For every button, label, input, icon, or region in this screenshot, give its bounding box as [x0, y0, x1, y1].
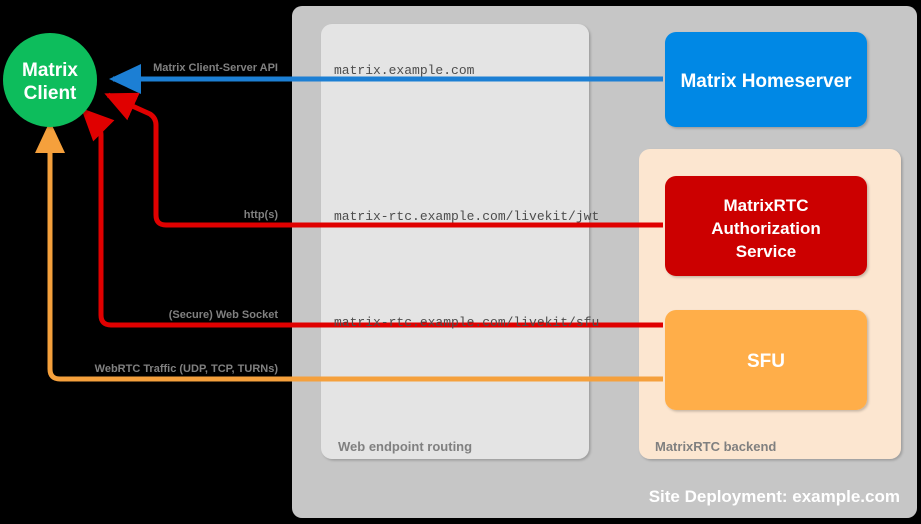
edge-http-jwt: http(s)	[104, 92, 663, 228]
edge-matrix-client-server-api: Matrix Client-Server API	[108, 62, 663, 95]
auth-service-box[interactable]	[665, 176, 867, 276]
web-endpoint-routing-label: Web endpoint routing	[338, 439, 472, 454]
matrix-client-label-line1: Matrix	[22, 60, 78, 81]
cs-api-edge-label: Matrix Client-Server API	[153, 62, 278, 74]
web-endpoint-routing-container: Web endpoint routing	[321, 24, 589, 459]
auth-service-label-line2: Authorization	[711, 219, 821, 238]
node-matrix-homeserver[interactable]: Matrix Homeserver	[665, 32, 867, 127]
edge-webrtc-traffic: WebRTC Traffic (UDP, TCP, TURNs)	[34, 120, 663, 382]
matrix-homeserver-box[interactable]	[665, 32, 867, 127]
node-matrix-client[interactable]: Matrix Client	[3, 33, 97, 127]
ws-arrow-line	[81, 108, 663, 328]
node-matrixrtc-authorization-service[interactable]: MatrixRTC Authorization Service	[665, 176, 867, 276]
sfu-label: SFU	[747, 351, 785, 372]
endpoint-matrix-host: matrix.example.com	[334, 63, 475, 78]
jwt-edge-label: http(s)	[244, 209, 279, 221]
matrixrtc-backend-label: MatrixRTC backend	[655, 439, 776, 454]
sfu-box[interactable]	[665, 310, 867, 410]
auth-service-label-line3: Service	[736, 242, 797, 261]
site-deployment-label: Site Deployment: example.com	[649, 487, 900, 506]
auth-service-label-line1: MatrixRTC	[723, 196, 808, 215]
matrix-homeserver-label: Matrix Homeserver	[680, 71, 852, 92]
endpoint-sfu-host: matrix-rtc.example.com/livekit/sfu	[334, 315, 599, 330]
matrix-client-circle[interactable]	[3, 33, 97, 127]
edge-secure-web-socket: (Secure) Web Socket	[81, 108, 663, 328]
webrtc-edge-label: WebRTC Traffic (UDP, TCP, TURNs)	[95, 363, 279, 375]
endpoint-jwt-host: matrix-rtc.example.com/livekit/jwt	[334, 209, 599, 224]
jwt-arrow-line	[104, 92, 663, 228]
matrix-client-label-line2: Client	[24, 83, 77, 104]
ws-edge-label: (Secure) Web Socket	[169, 309, 279, 321]
web-endpoint-routing-box	[321, 24, 589, 459]
node-sfu[interactable]: SFU	[665, 310, 867, 410]
webrtc-arrow-line	[34, 120, 663, 382]
